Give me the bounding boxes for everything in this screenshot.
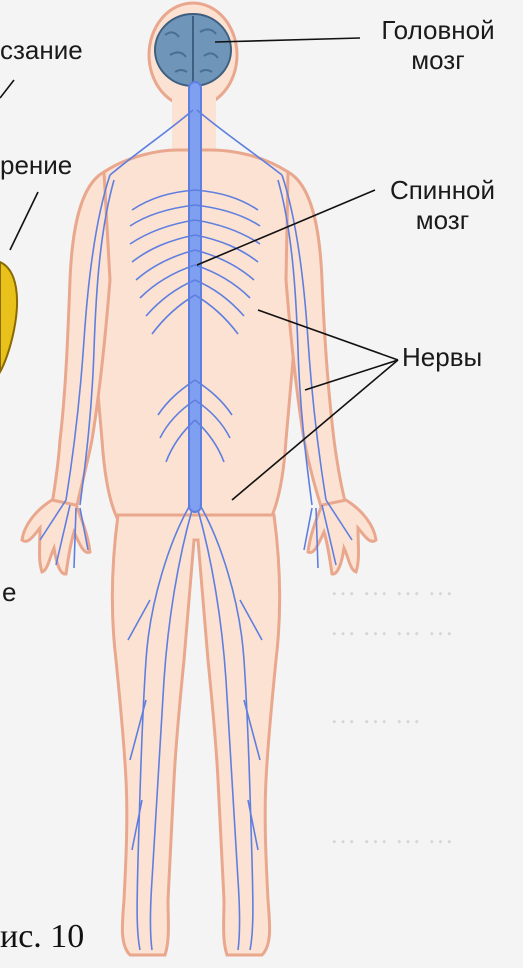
figure-caption: ис. 10 bbox=[0, 918, 84, 956]
left-cut-leader-1 bbox=[0, 80, 14, 98]
spinal-cord-label-line2: мозг bbox=[370, 205, 515, 235]
brain-label-line2: мозг bbox=[363, 45, 513, 75]
brain-label-line1: Головной bbox=[363, 15, 513, 45]
left-cut-leader-2 bbox=[10, 192, 38, 250]
left-cut-label-3: е bbox=[2, 577, 16, 607]
left-cut-label-2: рение bbox=[0, 150, 72, 180]
left-cut-label-1: сзание bbox=[0, 35, 83, 65]
spinal-cord-label-line1: Спинной bbox=[370, 175, 515, 205]
nerves-label: Нервы bbox=[402, 342, 482, 372]
brain-shape bbox=[155, 14, 231, 86]
neighbour-figure-fragment bbox=[0, 262, 17, 372]
brain-label: Головной мозг bbox=[363, 15, 513, 75]
spinal-cord-label: Спинной мозг bbox=[370, 175, 515, 235]
